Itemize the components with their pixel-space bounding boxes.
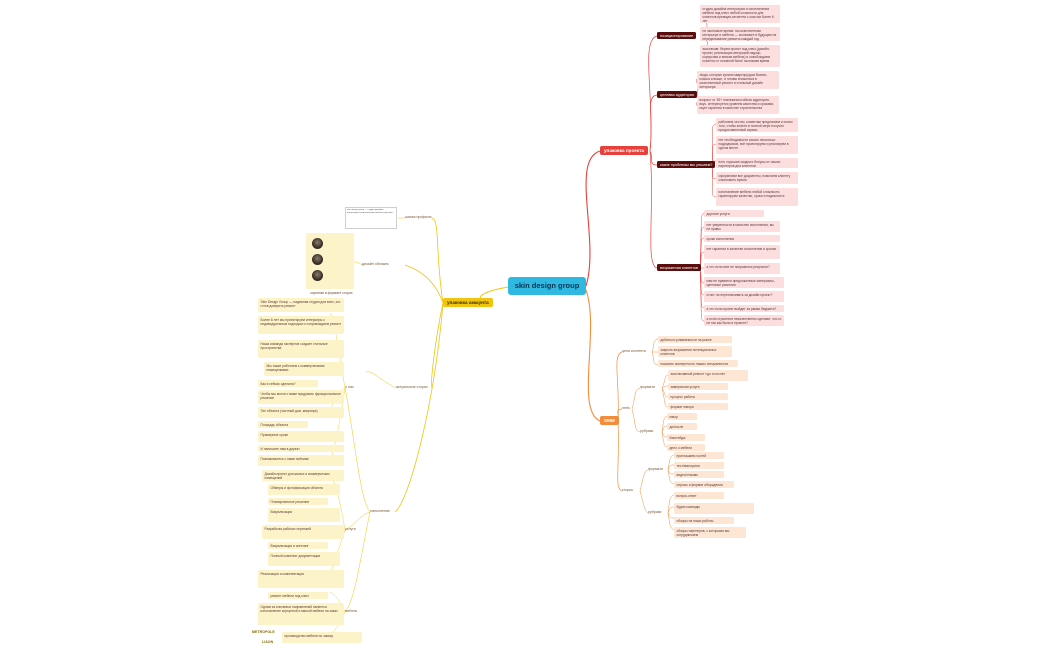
positioning-item: не экономьте время: на качественном инте…	[700, 27, 780, 41]
subtopic-stories[interactable]: сторис	[622, 488, 634, 492]
subtopic-objections[interactable]: возражения клиентов	[657, 264, 702, 271]
highlight-item: Skin Design Group — надежная студия для …	[258, 298, 344, 312]
reels-format-label: формати	[640, 385, 655, 389]
service-item: Дизайн-проект для жилых и коммерческих п…	[262, 470, 344, 481]
service-item: Планировочное решение	[268, 498, 328, 505]
problem-item: оформляем все документы, помогаем клиент…	[716, 172, 798, 184]
furniture-item: производство мебели по заказу	[282, 632, 362, 643]
subtopic-problems[interactable]: какие проблемы мы решаем?	[657, 161, 716, 168]
furniture-item: Реализация и комплектация	[258, 570, 344, 588]
reels-item: процесс работы	[668, 393, 728, 400]
goal-item: добиться узнаваемости на рынке	[658, 336, 732, 343]
subtopic-reels[interactable]: reels	[622, 406, 630, 410]
objection-item: нет уверенности в качестве исполнения, в…	[704, 221, 780, 232]
objection-item: дорогие услуги	[704, 210, 764, 217]
stories-item: тест/викторина	[674, 462, 724, 469]
subtopic-target-audience[interactable]: целевая аудитория	[657, 91, 697, 98]
reels-item: эксклюзивный ремонт «до и после»	[668, 370, 748, 381]
highlight-item: Как я сейчас сделала?	[258, 380, 318, 387]
rubric-item: до/после	[667, 423, 697, 430]
furniture-item: Одним из ключевых направлений является и…	[258, 603, 344, 625]
stories-item: обзоры на наши работы	[674, 517, 734, 524]
problem-item: нет необходимости искать несколько подря…	[716, 136, 798, 154]
rubric-item: дело о мебели	[667, 444, 705, 451]
cover-caption: картинки в формате сторис	[310, 290, 353, 295]
rubric-item: юмор	[667, 413, 697, 420]
stories-item: приглашаем гостей	[674, 452, 724, 459]
subtopic-content-goals[interactable]: цели контента	[622, 349, 646, 353]
subtopic-furniture[interactable]: мебель	[345, 609, 358, 613]
highlight-item: Более 6 лет мы проектируем интерьеры с и…	[258, 316, 344, 334]
stories-item: видео/отзывы	[674, 471, 724, 478]
reels-item: формат юмора	[668, 403, 728, 410]
service-item: Полный комплект документации	[268, 552, 340, 566]
service-item: Обмеры и фотофиксация объекта	[268, 484, 340, 495]
central-topic[interactable]: skin design group	[508, 277, 586, 295]
positioning-item: эксклюзив: берем проект под ключ (дизайн…	[700, 45, 780, 67]
subtopic-services[interactable]: услуги	[345, 527, 356, 531]
stories-format-label: формати	[648, 467, 663, 471]
objection-item: а что если проект выйдет за рамки бюджет…	[704, 305, 784, 312]
service-item: Разработка рабочих чертежей	[262, 525, 344, 539]
objection-item: стоит ли переплачивать за дизайн-проект?	[704, 291, 784, 302]
highlight-item: Тип объекта (частный дом, квартира)	[258, 407, 344, 418]
objection-item: а что если мне не понравится результат?	[704, 263, 780, 274]
branch-packaging-project[interactable]: упаковка проекта	[600, 146, 648, 155]
furniture-item: ремонт мебели под ключ	[268, 592, 328, 599]
branch-account[interactable]: упаковка аккаунта	[443, 298, 493, 307]
problem-item: изготовление мебели любой сложности, гар…	[716, 188, 798, 206]
audience-item: люди, которые купили квартиру/дом бизнес…	[697, 71, 779, 89]
cover-thumbnail-image	[312, 238, 323, 249]
problem-item: работаем честно, клиентам предлагаем и х…	[716, 118, 798, 132]
positioning-item: студия дизайна интерьеров и изготовления…	[700, 5, 780, 23]
problem-item: есть хорошие скидки и бонусы от наших па…	[716, 158, 798, 168]
subtopic-content[interactable]: наполнение	[370, 509, 390, 513]
highlight-item: Площадь объекта	[258, 421, 308, 428]
goal-item: закрыть возражения потенциальных клиенто…	[658, 346, 732, 357]
subtopic-highlights[interactable]: актуальные сторис	[396, 385, 428, 389]
highlight-item: Наша команда экспертов создает стильные …	[258, 340, 344, 358]
audience-item: возраст от 35+ платежеспособная аудитори…	[697, 96, 779, 114]
subtopic-about[interactable]: о нас	[345, 385, 354, 389]
stories-rubrics-label: рубрики	[648, 510, 662, 514]
profile-preview-image: skin design group — студия дизайна интер…	[345, 207, 397, 229]
service-item: Визуализация	[268, 508, 340, 522]
subtopic-positioning[interactable]: позиционирование	[657, 32, 697, 39]
stories-item: вопрос-ответ	[674, 492, 724, 499]
subtopic-profile-header[interactable]: шапка профиля	[405, 215, 432, 219]
reels-item: замерочная услуга	[668, 383, 728, 390]
branch-smm[interactable]: SMM	[600, 416, 619, 425]
highlight-item: Примерные сроки	[258, 431, 344, 442]
objection-item: нет гарантии в качестве исполнения и сро…	[704, 245, 780, 259]
stories-item: будни команды	[674, 503, 754, 514]
objection-item: сроки исполнения	[704, 235, 780, 242]
highlight-item: Чтобы мы могли с вами продумать функцион…	[258, 390, 344, 404]
service-item: Визуализация и скетчинг	[268, 542, 328, 549]
rubric-item: бэкстейдж	[667, 434, 705, 441]
partner-tag: METROPOLE	[252, 630, 275, 634]
highlight-item: Познакомьтесь с нами поближе	[258, 455, 344, 466]
stories-item: опросы и формат обсуждения	[674, 481, 734, 488]
objection-item: нам не нравятся предложенные материалы, …	[704, 277, 784, 288]
goal-item: показать экспертность наших специалистов	[658, 360, 738, 367]
highlight-item: Мы также работаем с коммерческими помеще…	[264, 362, 344, 376]
cover-thumbnail-image	[312, 270, 323, 281]
cover-thumbnail-image	[312, 254, 323, 265]
stories-item: обзоры партнеров, с которыми мы сотрудни…	[674, 527, 746, 538]
partner-tag: LIAON	[262, 640, 274, 644]
subtopic-cover-design[interactable]: дизайн обложек	[362, 262, 389, 266]
objection-item: а если строители некачественно сделают, …	[704, 315, 784, 326]
highlight-item: И напишите нам в директ	[258, 445, 344, 452]
reels-rubrics-label[interactable]: рубрики	[640, 429, 654, 433]
